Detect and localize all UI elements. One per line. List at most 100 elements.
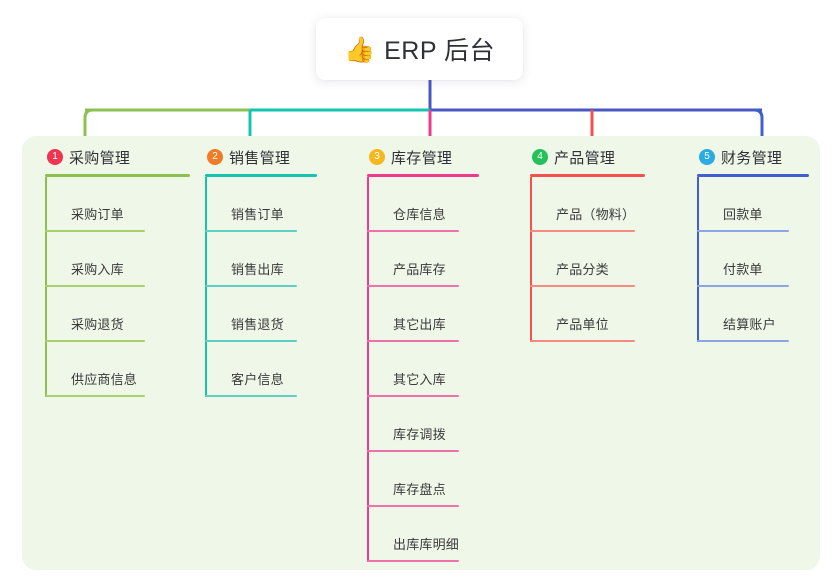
leaf-item-label: 采购入库 [71,262,124,277]
leaf-item[interactable]: 销售退货 [205,287,317,342]
branch-spine [697,177,699,342]
branch-children: 回款单付款单结算账户 [697,177,809,342]
branch-children: 采购订单采购入库采购退货供应商信息 [45,177,190,397]
branch-title: 产品管理 [554,149,616,167]
leaf-item-underline [45,395,145,397]
branch-underline [205,174,317,177]
leaf-item-label: 回款单 [723,207,763,222]
leaf-item[interactable]: 采购入库 [45,232,190,287]
leaf-item[interactable]: 库存盘点 [367,452,479,507]
leaf-item-label: 销售订单 [231,207,284,222]
leaf-item-label: 销售出库 [231,262,284,277]
leaf-item-underline [45,285,145,287]
leaf-item[interactable]: 产品分类 [530,232,645,287]
branch-index-badge: 4 [532,149,548,165]
branch-children: 产品（物料） 产品分类产品单位 [530,177,645,342]
leaf-item-underline [697,230,789,232]
leaf-item-label: 产品库存 [393,262,446,277]
leaf-item-underline [367,340,459,342]
branch-title: 财务管理 [721,149,783,167]
leaf-item-underline [530,285,635,287]
branch-spine [205,177,207,397]
branch-index-badge: 1 [47,149,63,165]
leaf-item[interactable]: 其它出库 [367,287,479,342]
branch-spine [530,177,532,342]
leaf-item-underline [530,340,635,342]
leaf-item[interactable]: 付款单 [697,232,809,287]
leaf-item-label: 仓库信息 [393,207,446,222]
leaf-item-underline [205,230,297,232]
leaf-item[interactable]: 产品单位 [530,287,645,342]
leaf-item-underline [205,340,297,342]
leaf-item-underline [697,340,789,342]
branch-children: 仓库信息产品库存其它出库其它入库库存调拨库存盘点出库库明细 [367,177,479,562]
leaf-item-label: 产品单位 [556,317,609,332]
leaf-item-label: 出库库明细 [393,537,460,552]
branch-spine [367,177,369,562]
leaf-item-label: 客户信息 [231,372,284,387]
leaf-item[interactable]: 客户信息 [205,342,317,397]
branch-column-5[interactable]: 5 财务管理回款单付款单结算账户 [697,146,809,342]
root-node-title: ERP 后台 [384,37,496,65]
branch-underline [367,174,479,177]
leaf-item-underline [367,450,459,452]
leaf-item[interactable]: 产品（物料） [530,177,645,232]
leaf-item-label: 结算账户 [723,317,776,332]
branches-panel [22,136,820,570]
leaf-item[interactable]: 回款单 [697,177,809,232]
leaf-item-underline [367,285,459,287]
leaf-item-label: 销售退货 [231,317,284,332]
branch-underline [697,174,809,177]
leaf-item-label: 采购订单 [71,207,124,222]
branch-underline [530,174,645,177]
leaf-item-label: 产品（物料） [556,207,636,222]
leaf-item-label: 库存盘点 [393,482,446,497]
branch-children: 销售订单销售出库销售退货客户信息 [205,177,317,397]
leaf-item[interactable]: 产品库存 [367,232,479,287]
branch-column-4[interactable]: 4 产品管理产品（物料） 产品分类产品单位 [530,146,645,342]
branch-column-1[interactable]: 1 采购管理采购订单采购入库采购退货供应商信息 [45,146,190,397]
leaf-item-label: 采购退货 [71,317,124,332]
branch-column-3[interactable]: 3 库存管理仓库信息产品库存其它出库其它入库库存调拨库存盘点出库库明细 [367,146,479,562]
leaf-item[interactable]: 采购订单 [45,177,190,232]
branch-header-1[interactable]: 1 采购管理 [45,146,190,168]
branch-spine [45,177,47,397]
leaf-item-label: 其它入库 [393,372,446,387]
leaf-item[interactable]: 采购退货 [45,287,190,342]
leaf-item-label: 供应商信息 [71,372,138,387]
leaf-item-underline [45,340,145,342]
leaf-item-underline [367,395,459,397]
leaf-item[interactable]: 库存调拨 [367,397,479,452]
branch-title: 采购管理 [69,149,131,167]
leaf-item-underline [367,230,459,232]
leaf-item[interactable]: 销售订单 [205,177,317,232]
branch-underline [45,174,190,177]
drop-5 [753,108,764,146]
leaf-item[interactable]: 出库库明细 [367,507,479,562]
leaf-item-underline [205,395,297,397]
leaf-item-underline [367,560,459,562]
leaf-item[interactable]: 结算账户 [697,287,809,342]
drop-1 [83,108,94,146]
leaf-item[interactable]: 其它入库 [367,342,479,397]
branch-index-badge: 5 [699,149,715,165]
leaf-item-label: 产品分类 [556,262,609,277]
leaf-item-label: 其它出库 [393,317,446,332]
leaf-item-underline [530,230,635,232]
leaf-item[interactable]: 供应商信息 [45,342,190,397]
branch-header-3[interactable]: 3 库存管理 [367,146,479,168]
leaf-item[interactable]: 仓库信息 [367,177,479,232]
leaf-item-label: 付款单 [723,262,763,277]
leaf-item-underline [205,285,297,287]
branch-index-badge: 3 [369,149,385,165]
branch-header-5[interactable]: 5 财务管理 [697,146,809,168]
leaf-item[interactable]: 销售出库 [205,232,317,287]
thumbs-up-icon: 👍 [343,34,376,64]
root-node[interactable]: 👍 ERP 后台 [316,18,523,80]
branch-header-4[interactable]: 4 产品管理 [530,146,645,168]
branch-title: 库存管理 [391,149,453,167]
